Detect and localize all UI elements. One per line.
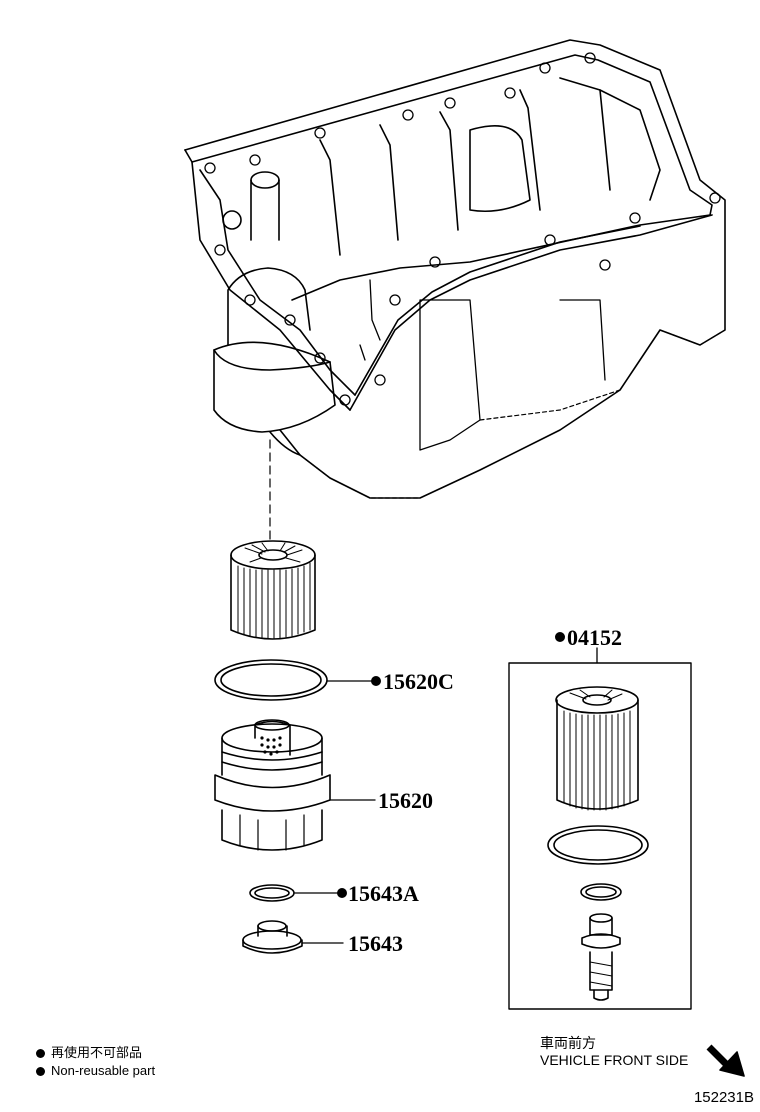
callout-gasket: 15620C [383,669,454,694]
direction-label-en: VEHICLE FRONT SIDE [540,1052,689,1068]
callout-plug: 15643 [348,931,403,956]
filter-element-illustration [230,540,316,640]
legend-jp-text: 再使用不可部品 [51,1045,143,1060]
kit-box [508,662,692,1010]
callout-kit: 04152 [567,625,622,650]
non-reusable-markers [337,632,565,898]
bullet-icon [36,1067,45,1076]
kit-o-ring-illustration [580,883,622,901]
engine-block-illustration [184,39,726,499]
direction-label-jp: 車両前方 [540,1035,596,1051]
leader-lines [294,647,598,944]
callout-oring: 15643A [348,881,419,906]
legend-en-text: Non-reusable part [51,1063,156,1078]
gasket-ring-illustration [214,659,328,701]
vehicle-front-arrow-icon [706,1044,745,1077]
legend-en-row: Non-reusable part [36,1062,155,1080]
o-ring-illustration [249,884,295,902]
kit-gasket-illustration [547,825,649,865]
figure-number: 152231B [693,1089,754,1106]
kit-drain-valve-illustration [581,913,621,1001]
legend-jp-row: 再使用不可部品 [36,1044,155,1062]
kit-filter-element-illustration [555,686,639,811]
oil-filter-cap-illustration [214,719,331,851]
bullet-icon [36,1049,45,1058]
drain-plug-illustration [242,920,303,954]
legend: 再使用不可部品 Non-reusable part [36,1044,155,1080]
callout-cap: 15620 [378,788,433,813]
